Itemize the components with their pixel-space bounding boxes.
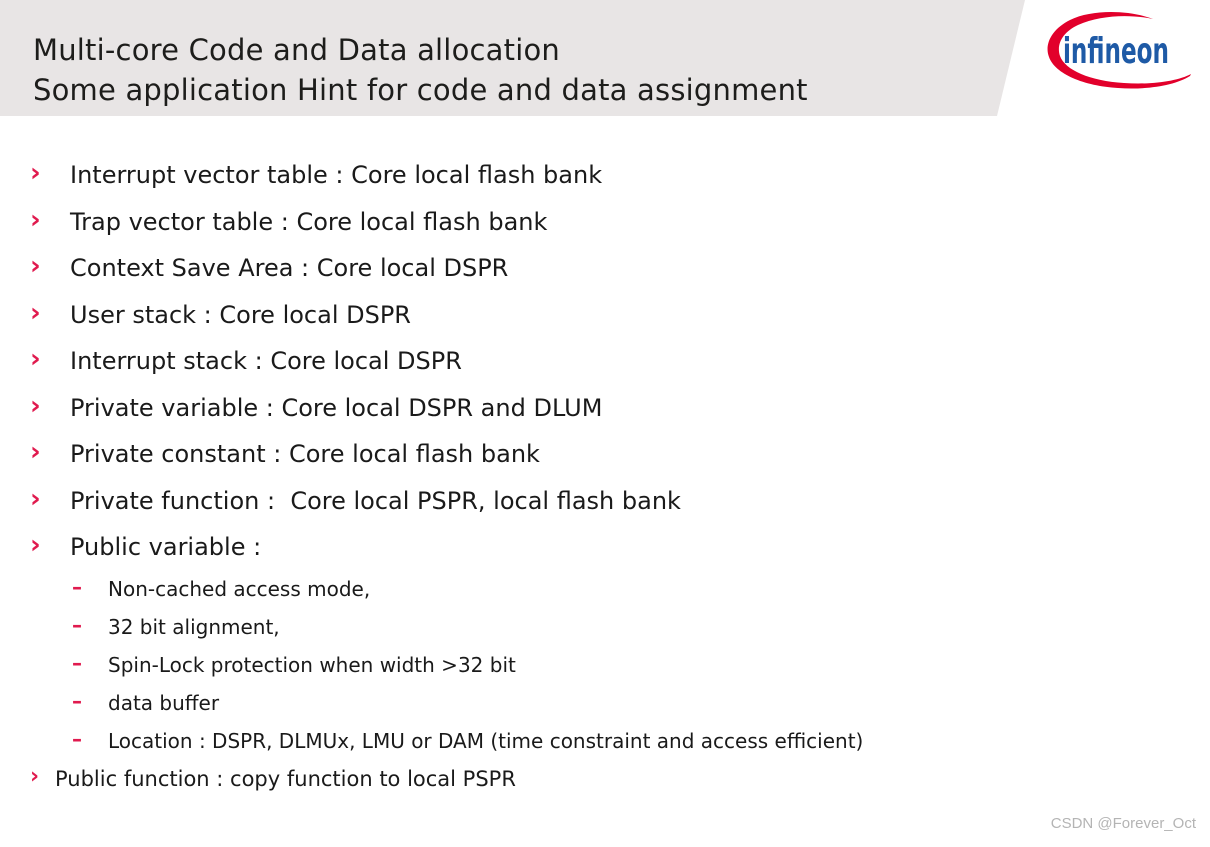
sub-bullet-text: data buffer bbox=[108, 690, 220, 715]
header-band: Multi-core Code and Data allocation Some… bbox=[0, 0, 1025, 116]
dash-bullet-icon: – bbox=[72, 575, 82, 600]
sub-bullet-item: – Location : DSPR, DLMUx, LMU or DAM (ti… bbox=[0, 722, 1210, 760]
infineon-logo-icon: infineon bbox=[1047, 12, 1191, 89]
bullet-item: › Private function : Core local PSPR, lo… bbox=[0, 478, 1210, 525]
bullet-list: › Interrupt vector table : Core local fl… bbox=[0, 152, 1210, 799]
chevron-bullet-icon: › bbox=[30, 764, 40, 790]
infineon-logo: infineon bbox=[1040, 6, 1200, 98]
bullet-text: Public function : copy function to local… bbox=[55, 767, 516, 792]
page-title-line1: Multi-core Code and Data allocation bbox=[33, 33, 560, 67]
bullet-text: Interrupt vector table : Core local flas… bbox=[70, 161, 603, 190]
dash-bullet-icon: – bbox=[72, 613, 82, 638]
sub-bullet-item: – 32 bit alignment, bbox=[0, 608, 1210, 646]
bullet-text: Private function : Core local PSPR, loca… bbox=[70, 486, 681, 515]
sub-bullet-text: Spin-Lock protection when width >32 bit bbox=[108, 652, 516, 677]
sub-bullet-text: Non-cached access mode, bbox=[108, 577, 371, 602]
bullet-text: Context Save Area : Core local DSPR bbox=[70, 254, 509, 283]
sub-bullet-item: – data buffer bbox=[0, 684, 1210, 722]
page-title: Multi-core Code and Data allocation Some… bbox=[0, 0, 1025, 110]
dash-bullet-icon: – bbox=[72, 688, 82, 713]
bullet-item: › Public variable : bbox=[0, 524, 1210, 571]
sub-bullet-item: – Non-cached access mode, bbox=[0, 571, 1210, 609]
chevron-bullet-icon: › bbox=[30, 390, 41, 421]
bullet-item: › Private variable : Core local DSPR and… bbox=[0, 385, 1210, 432]
bullet-item: › Interrupt stack : Core local DSPR bbox=[0, 338, 1210, 385]
chevron-bullet-icon: › bbox=[30, 251, 41, 282]
watermark: CSDN @Forever_Oct bbox=[1050, 815, 1196, 832]
chevron-bullet-icon: › bbox=[30, 158, 41, 189]
chevron-bullet-icon: › bbox=[30, 344, 41, 375]
page-title-line2: Some application Hint for code and data … bbox=[33, 73, 808, 107]
bullet-text: Interrupt stack : Core local DSPR bbox=[70, 347, 462, 376]
chevron-bullet-icon: › bbox=[30, 204, 41, 235]
chevron-bullet-icon: › bbox=[30, 437, 41, 468]
bullet-text: Private constant : Core local flash bank bbox=[70, 440, 540, 469]
chevron-bullet-icon: › bbox=[30, 483, 41, 514]
sub-bullet-item: – Spin-Lock protection when width >32 bi… bbox=[0, 646, 1210, 684]
logo-wordmark: infineon bbox=[1063, 31, 1169, 72]
sub-bullet-text: Location : DSPR, DLMUx, LMU or DAM (time… bbox=[108, 728, 864, 753]
bullet-text: Trap vector table : Core local flash ban… bbox=[70, 207, 548, 236]
bullet-text: Public variable : bbox=[70, 533, 262, 562]
bullet-text: User stack : Core local DSPR bbox=[70, 300, 411, 329]
bullet-item: › User stack : Core local DSPR bbox=[0, 292, 1210, 339]
bullet-item: › Public function : copy function to loc… bbox=[0, 759, 1210, 799]
bullet-item: › Interrupt vector table : Core local fl… bbox=[0, 152, 1210, 199]
dash-bullet-icon: – bbox=[72, 726, 82, 751]
chevron-bullet-icon: › bbox=[30, 530, 41, 561]
logo-swoosh-icon bbox=[1047, 12, 1191, 89]
bullet-item: › Private constant : Core local flash ba… bbox=[0, 431, 1210, 478]
chevron-bullet-icon: › bbox=[30, 297, 41, 328]
bullet-item: › Context Save Area : Core local DSPR bbox=[0, 245, 1210, 292]
dash-bullet-icon: – bbox=[72, 650, 82, 675]
bullet-item: › Trap vector table : Core local flash b… bbox=[0, 199, 1210, 246]
bullet-text: Private variable : Core local DSPR and D… bbox=[70, 393, 603, 422]
sub-bullet-text: 32 bit alignment, bbox=[108, 615, 280, 640]
